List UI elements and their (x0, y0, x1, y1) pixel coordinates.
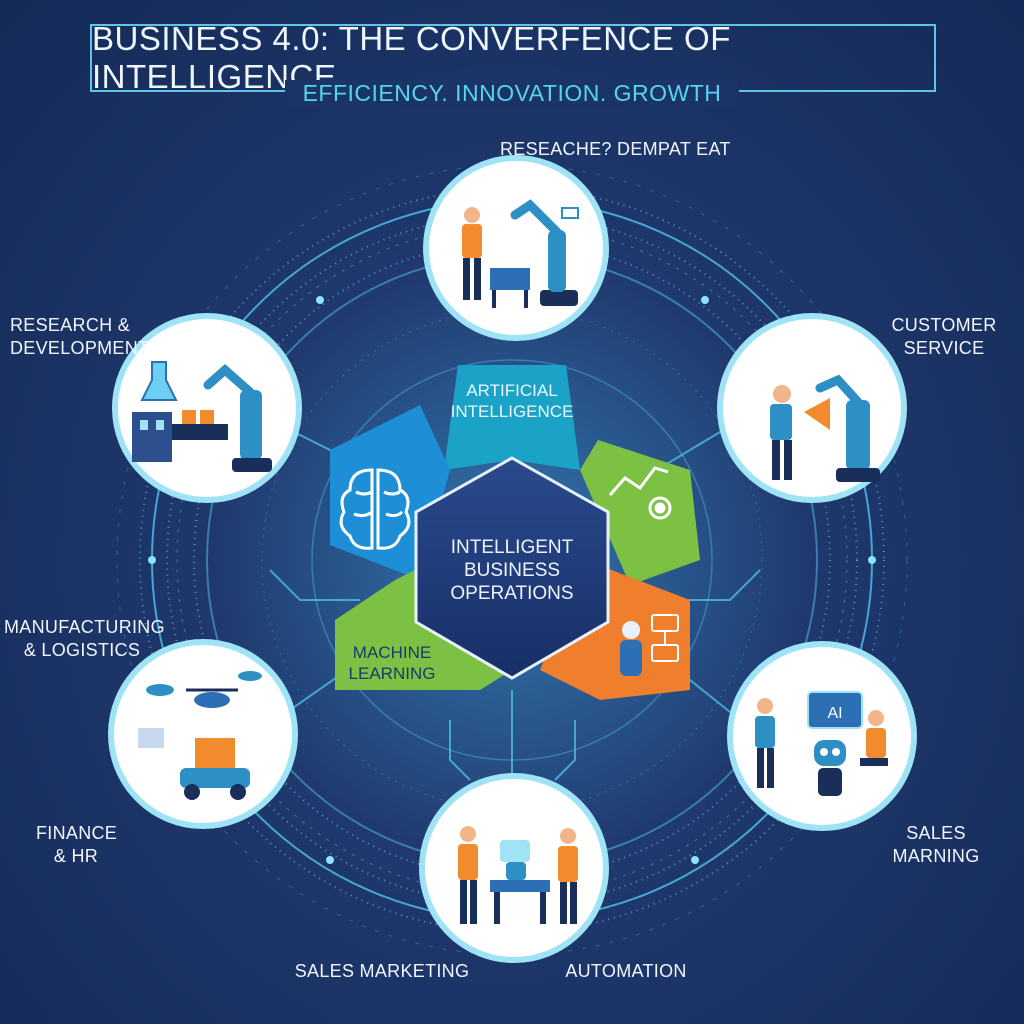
node-label-sales-marning: SALES MARNING (892, 823, 980, 866)
node-label-manufacturing-logistics: MANUFACTURING & LOGISTICS (4, 617, 165, 660)
wedge-label-machine-learning: MACHINE LEARNING (348, 643, 436, 683)
hub-hexagon (414, 456, 610, 680)
brain-icon (339, 468, 411, 550)
node-label-top: RESEACHE? DEMPAT EAT (500, 139, 731, 159)
drone-logistics-illustration (138, 671, 262, 800)
ring-nodes (148, 296, 876, 864)
wedge-label-artificial-intelligence: ARTIFICIAL INTELLIGENCE (450, 381, 574, 421)
node-label-finance-hr: FINANCE & HR (36, 823, 118, 866)
wedge-analytics (580, 440, 700, 585)
collaboration-illustration (458, 826, 578, 924)
hub-label: INTELLIGENT BUSINESS OPERATIONS (450, 537, 574, 604)
robot-arm-lab-illustration (462, 199, 579, 308)
customer-service-illustration (770, 374, 880, 482)
analytics-gear-icon (608, 466, 672, 520)
node-label-sales-marketing: SALES MARKETING (294, 961, 470, 981)
node-label-research-development: RESEARCH & DEVELOPMENT (10, 315, 150, 358)
node-label-customer-service: CUSTOMER SERVICE (891, 315, 997, 358)
subtitle-bar: EFFICIENCY. INNOVATION. GROWTH (0, 80, 1024, 107)
subtitle: EFFICIENCY. INNOVATION. GROWTH (284, 80, 740, 107)
lab-factory-illustration (132, 361, 272, 472)
ai-consultation-illustration (755, 691, 888, 796)
ai-screen-text: AI (827, 705, 842, 722)
wedge-artificial-intelligence (444, 365, 580, 470)
automation-robot-icon (620, 614, 679, 676)
node-label-automation: AUTOMATION (565, 961, 687, 981)
